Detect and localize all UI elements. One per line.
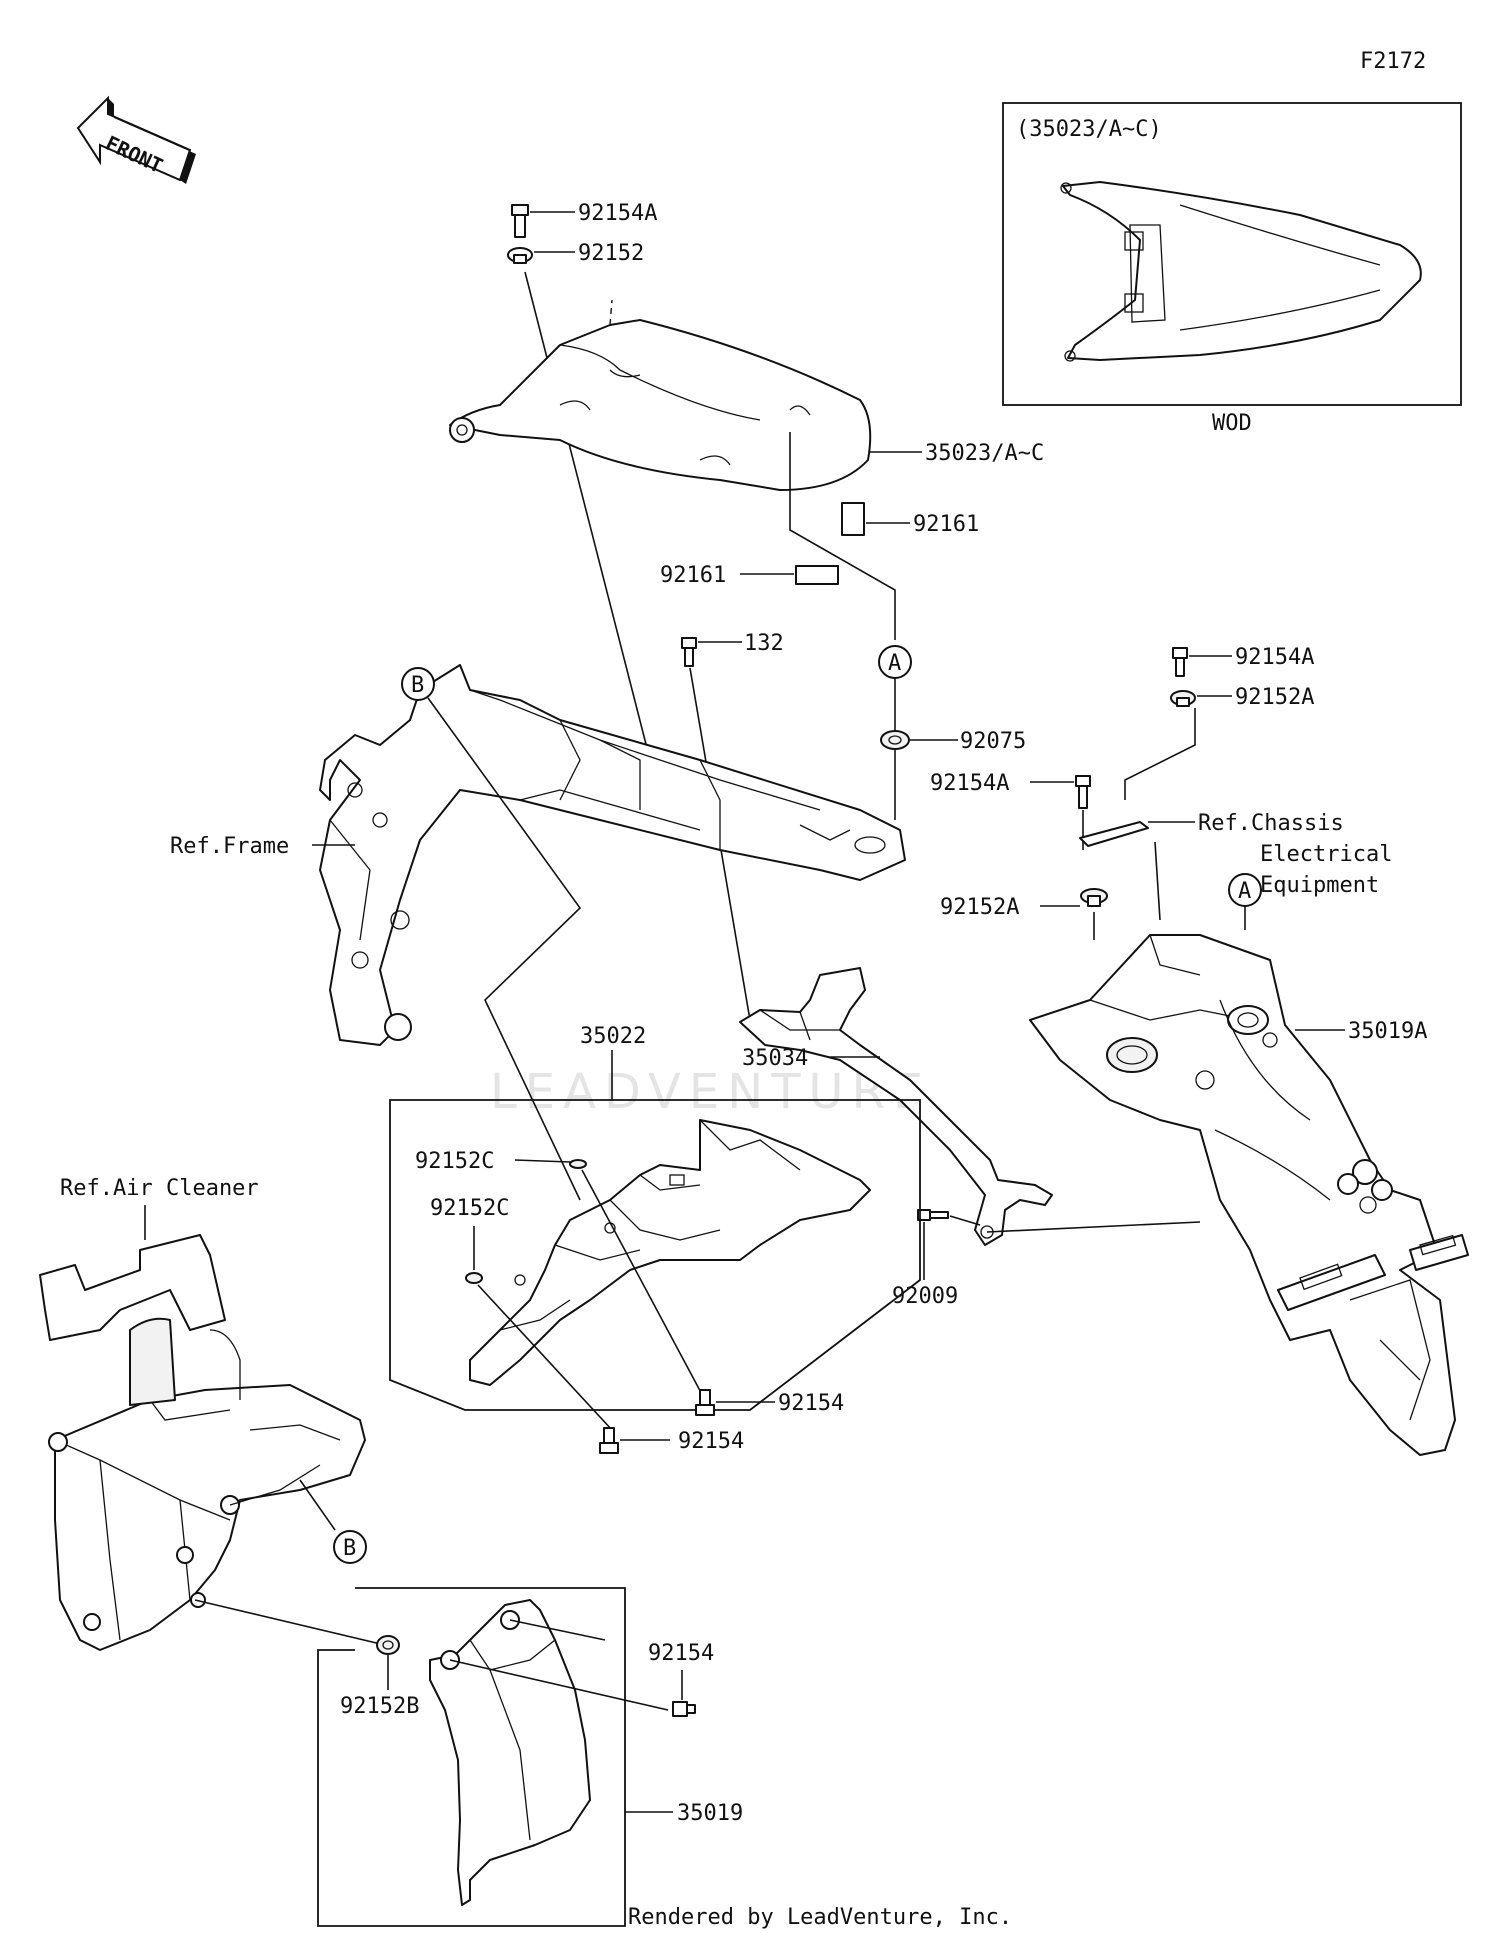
frame-drawing	[319, 664, 906, 1046]
air-cleaner-drawing	[39, 1234, 366, 1651]
group-box-35019	[317, 1587, 626, 1927]
bracket-35034	[739, 967, 1053, 1246]
inset-caption: WOD	[1212, 411, 1252, 436]
label-35019A: 35019A	[1348, 1019, 1427, 1044]
reference-circle-b-2	[333, 1530, 367, 1564]
label-92154A-right-2: 92154A	[930, 771, 1009, 796]
rear-fender-35023	[449, 299, 872, 491]
watermark: LEADVENTURE	[490, 1064, 931, 1120]
label-92154-c: 92154	[648, 1641, 714, 1666]
label-35019: 35019	[677, 1801, 743, 1826]
bolt-92154-a	[695, 1389, 715, 1416]
label-ref-chassis-2: Electrical	[1260, 842, 1392, 867]
label-ref-chassis-3: Equipment	[1260, 873, 1379, 898]
label-92075: 92075	[960, 729, 1026, 754]
label-35034: 35034	[742, 1046, 808, 1071]
front-arrow-icon: FRONT	[76, 95, 196, 184]
label-35022: 35022	[580, 1024, 646, 1049]
label-92009: 92009	[892, 1284, 958, 1309]
bolt-92009	[917, 1209, 949, 1221]
label-92152A-right-1: 92152A	[1235, 685, 1314, 710]
footer-credit: Rendered by LeadVenture, Inc.	[628, 1905, 1013, 1930]
label-ref-chassis-1: Ref.Chassis	[1198, 811, 1344, 836]
clip-92152C-1	[569, 1159, 587, 1169]
reference-circle-b-1	[401, 667, 435, 701]
label-92152C-2: 92152C	[430, 1196, 509, 1221]
label-35023: 35023/A~C	[925, 441, 1044, 466]
inner-fender-35022	[469, 1119, 871, 1386]
washer-92152A-right-2	[1080, 888, 1108, 907]
label-circle-b-2: B	[343, 1536, 356, 1561]
mud-flap-35019	[429, 1599, 591, 1906]
diagram-code: F2172	[1360, 49, 1426, 74]
label-92152B: 92152B	[340, 1694, 419, 1719]
label-92154A-top: 92154A	[578, 201, 657, 226]
inset-fender-drawing	[1060, 181, 1422, 362]
label-92154-b: 92154	[678, 1429, 744, 1454]
label-92152-top: 92152	[578, 241, 644, 266]
bolt-92154-b	[599, 1427, 619, 1454]
bolt-92154A-top	[511, 204, 529, 238]
label-circle-a-1: A	[888, 651, 901, 676]
label-132: 132	[744, 631, 784, 656]
inset-title: (35023/A~C)	[1016, 117, 1162, 142]
label-ref-air-cleaner: Ref.Air Cleaner	[60, 1176, 259, 1201]
grommet-92075	[880, 730, 910, 750]
label-92154-a: 92154	[778, 1391, 844, 1416]
label-92152A-right-2: 92152A	[940, 895, 1019, 920]
label-circle-b-1: B	[411, 673, 424, 698]
label-circle-a-2: A	[1238, 879, 1251, 904]
bolt-132	[681, 637, 697, 667]
bolt-92154-c	[672, 1701, 696, 1717]
label-92152C-1: 92152C	[415, 1149, 494, 1174]
washer-92152-top	[507, 247, 533, 264]
group-box-35022	[389, 1099, 921, 1411]
grommet-92152B	[376, 1635, 400, 1655]
label-ref-frame: Ref.Frame	[170, 834, 289, 859]
bolt-92154A-right-2	[1075, 775, 1091, 809]
label-92161-left-text: 92161	[660, 563, 726, 588]
washer-92152A-right-1	[1170, 690, 1196, 707]
bolt-92154A-right-1	[1172, 647, 1188, 677]
tail-section-35019A	[1029, 934, 1469, 1456]
pad-92161-left	[795, 565, 839, 585]
pad-92161-right	[841, 502, 865, 536]
label-92161-right: 92161	[913, 512, 979, 537]
inset-box	[1002, 102, 1462, 406]
chassis-bracket	[1079, 821, 1149, 847]
label-92154A-right-1: 92154A	[1235, 645, 1314, 670]
clip-92152C-2	[465, 1272, 483, 1284]
